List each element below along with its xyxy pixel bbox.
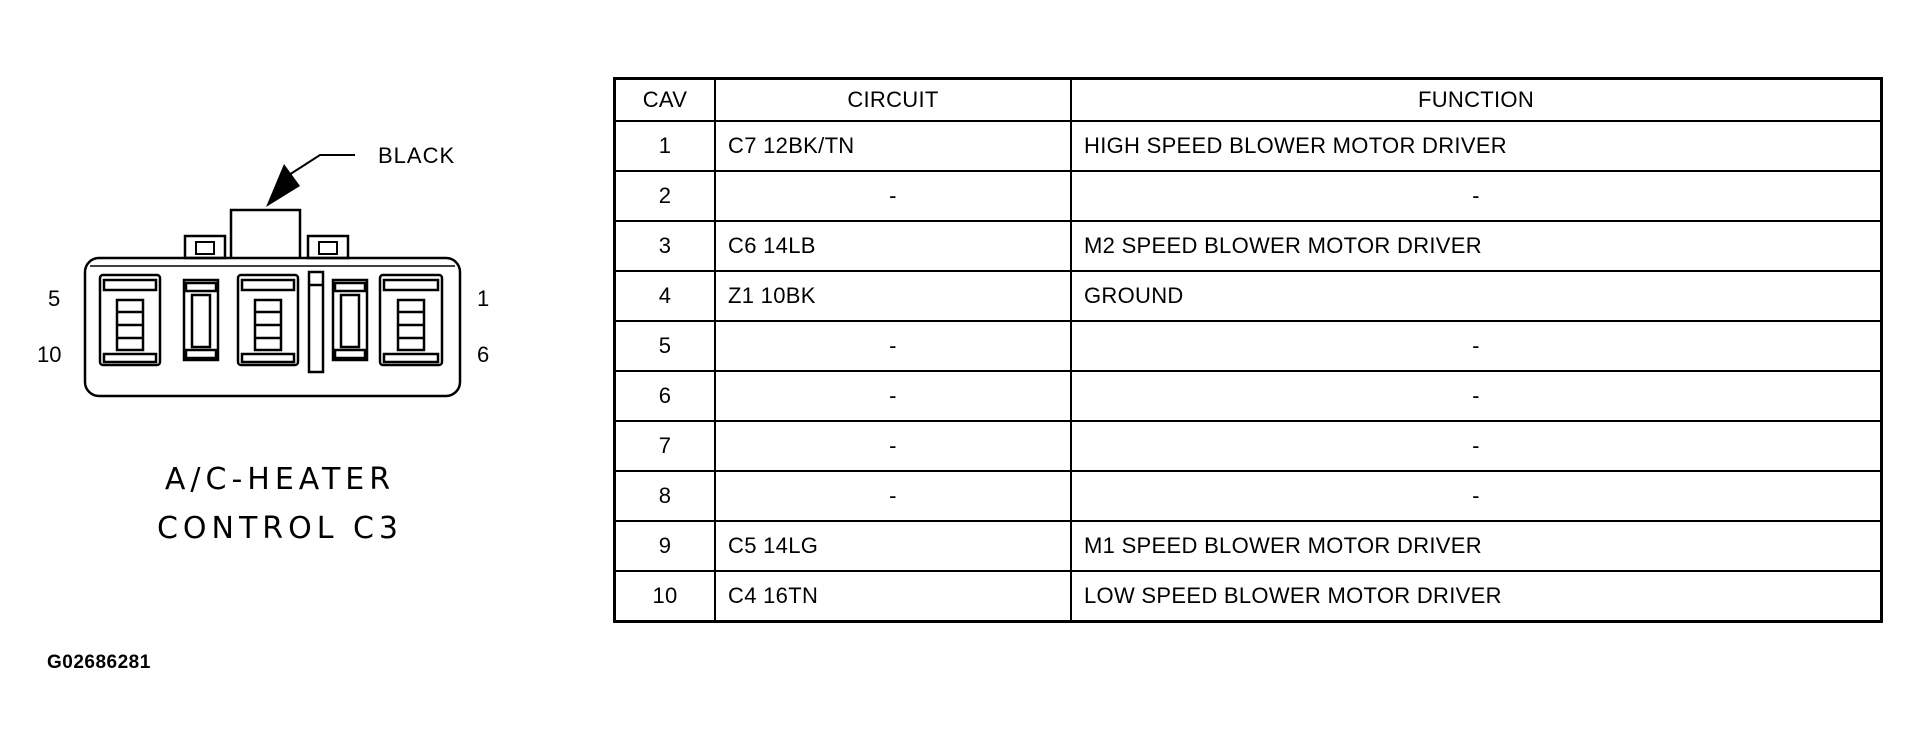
- cell-function: M2 SPEED BLOWER MOTOR DRIVER: [1070, 220, 1883, 272]
- cell-cav: 10: [613, 570, 716, 623]
- color-arrow-icon: [266, 164, 300, 207]
- cell-cav: 4: [613, 270, 716, 322]
- connector-title-line1: A/C-HEATER: [164, 462, 396, 497]
- cell-cav: 3: [613, 220, 716, 272]
- connector-diagram: BLACK 5 10 1 6: [37, 143, 489, 398]
- table-row: 5--: [613, 320, 1883, 372]
- cell-circuit: C4 16TN: [714, 570, 1072, 623]
- cell-cav: 8: [613, 470, 716, 522]
- connector-title-line2: CONTROL C3: [156, 511, 404, 546]
- cell-cav: 7: [613, 420, 716, 472]
- cell-circuit: C6 14LB: [714, 220, 1072, 272]
- cell-function: -: [1070, 370, 1883, 422]
- connector-color-label: BLACK: [378, 143, 455, 168]
- cell-circuit: -: [714, 420, 1072, 472]
- table-row: 2--: [613, 170, 1883, 222]
- cell-circuit: -: [714, 320, 1072, 372]
- connector-lock-tab: [229, 208, 302, 258]
- pin-label-bottom-right: 6: [477, 342, 489, 367]
- cell-function: HIGH SPEED BLOWER MOTOR DRIVER: [1070, 120, 1883, 172]
- cell-cav: 1: [613, 120, 716, 172]
- table-row: 6--: [613, 370, 1883, 422]
- terminal-cavity: [236, 273, 300, 367]
- cell-function: GROUND: [1070, 270, 1883, 322]
- table-row: 7--: [613, 420, 1883, 472]
- connector-body: [83, 256, 462, 398]
- cell-cav: 9: [613, 520, 716, 572]
- table-header-row: CAV CIRCUIT FUNCTION: [613, 77, 1883, 122]
- connector-lug-right: [306, 234, 350, 260]
- cell-function: -: [1070, 470, 1883, 522]
- terminal-cavity: [378, 273, 444, 367]
- connector-lug-left: [183, 234, 227, 260]
- cell-cav: 5: [613, 320, 716, 372]
- table-row: 8--: [613, 470, 1883, 522]
- cell-circuit: -: [714, 370, 1072, 422]
- header-circuit: CIRCUIT: [714, 77, 1072, 122]
- cell-circuit: C7 12BK/TN: [714, 120, 1072, 172]
- cell-cav: 2: [613, 170, 716, 222]
- terminal-cavity: [98, 273, 162, 367]
- cell-circuit: Z1 10BK: [714, 270, 1072, 322]
- cell-circuit: C5 14LG: [714, 520, 1072, 572]
- cell-circuit: -: [714, 170, 1072, 222]
- header-function: FUNCTION: [1070, 77, 1883, 122]
- terminal-cavity: [182, 278, 220, 362]
- cell-function: -: [1070, 170, 1883, 222]
- cell-cav: 6: [613, 370, 716, 422]
- figure-code: G02686281: [47, 652, 151, 673]
- terminal-cavity: [331, 278, 369, 362]
- cell-circuit: -: [714, 470, 1072, 522]
- cell-function: -: [1070, 320, 1883, 372]
- pin-label-top-left: 5: [48, 286, 60, 311]
- color-leader-line: [277, 154, 355, 183]
- pin-label-top-right: 1: [477, 286, 489, 311]
- cell-function: -: [1070, 420, 1883, 472]
- cell-function: M1 SPEED BLOWER MOTOR DRIVER: [1070, 520, 1883, 572]
- header-cav: CAV: [613, 77, 716, 122]
- pin-label-bottom-left: 10: [37, 342, 61, 367]
- cell-function: LOW SPEED BLOWER MOTOR DRIVER: [1070, 570, 1883, 623]
- connector-separator: [307, 270, 325, 374]
